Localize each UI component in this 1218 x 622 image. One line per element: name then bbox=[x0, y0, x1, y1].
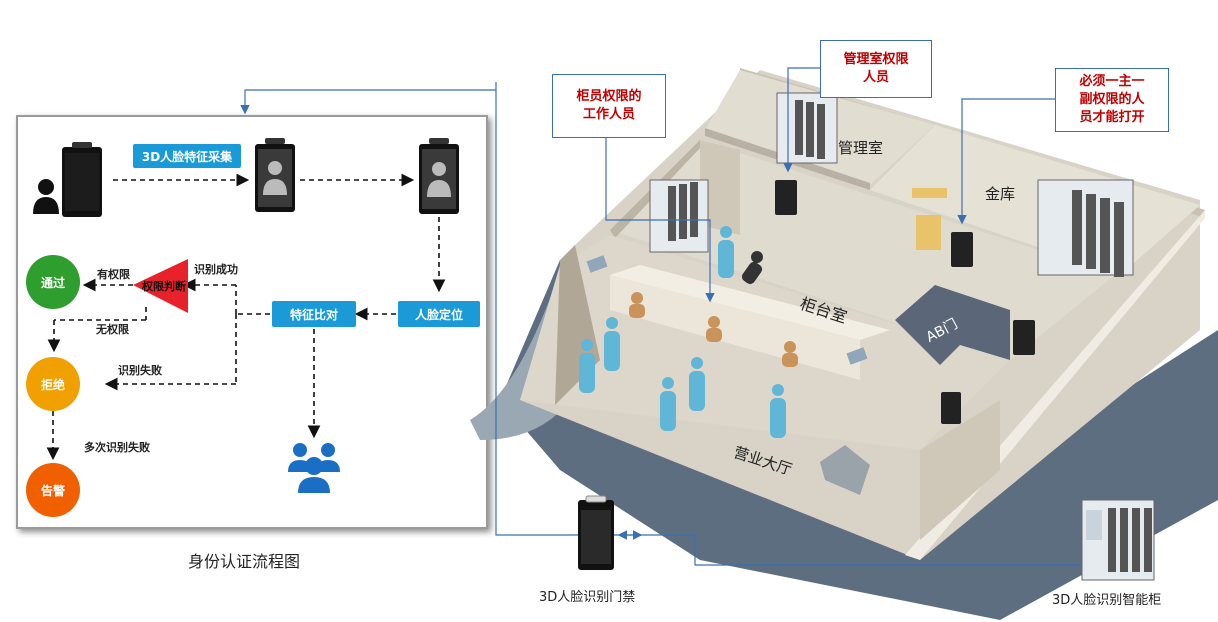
dark-figure bbox=[741, 251, 763, 285]
flowchart-panel: 3D人脸特征采集 人脸定位 特征比对 权限判断 通过 拒绝 告警 有权限 识别成… bbox=[16, 115, 488, 529]
face-locate-terminal-icon bbox=[419, 138, 459, 214]
flowchart-connectors bbox=[33, 138, 459, 493]
reject-node: 拒绝 bbox=[26, 357, 80, 411]
face-gate-device bbox=[578, 495, 614, 570]
compare-node: 特征比对 bbox=[272, 301, 356, 327]
locate-node: 人脸定位 bbox=[398, 301, 480, 327]
permission-check-triangle bbox=[133, 259, 188, 313]
flowchart-caption: 身份认证流程图 bbox=[188, 552, 301, 571]
vault-cabinet bbox=[1037, 179, 1134, 277]
edge-multiple-failed: 多次识别失败 bbox=[84, 441, 150, 454]
callout-vault-rule: 必须一主一 副权限的人 员才能打开 bbox=[1055, 68, 1169, 132]
pass-node: 通过 bbox=[26, 255, 80, 309]
smart-cabinet-device bbox=[1081, 499, 1155, 581]
alarm-node: 告警 bbox=[26, 463, 80, 517]
staff-figures bbox=[629, 292, 798, 367]
face-capture-terminal-icon bbox=[255, 138, 295, 212]
edge-recognized: 识别成功 bbox=[194, 263, 238, 276]
smart-cabinet-label: 3D人脸识别智能柜 bbox=[1052, 593, 1162, 608]
edge-no-permission: 无权限 bbox=[96, 323, 129, 336]
callout-counter-staff: 柜员权限的 工作人员 bbox=[552, 74, 666, 138]
group-people-icon bbox=[288, 443, 340, 493]
person-icon bbox=[33, 179, 59, 214]
capture-node: 3D人脸特征采集 bbox=[133, 144, 241, 168]
face-terminal-icon bbox=[62, 142, 102, 217]
scene-face-terminals bbox=[775, 180, 1035, 424]
callout-manager-room: 管理室权限 人员 bbox=[820, 40, 932, 98]
edge-failed: 识别失败 bbox=[118, 364, 162, 377]
room-manager-label: 管理室 bbox=[838, 139, 884, 157]
room-vault-label: 金库 bbox=[985, 185, 1016, 203]
counter-cabinet bbox=[649, 179, 709, 253]
manager-cabinet bbox=[776, 92, 838, 164]
customer-figures bbox=[579, 226, 786, 438]
edge-has-permission: 有权限 bbox=[97, 268, 130, 281]
face-gate-label: 3D人脸识别门禁 bbox=[539, 590, 636, 605]
permission-node-label: 权限判断 bbox=[142, 280, 186, 293]
